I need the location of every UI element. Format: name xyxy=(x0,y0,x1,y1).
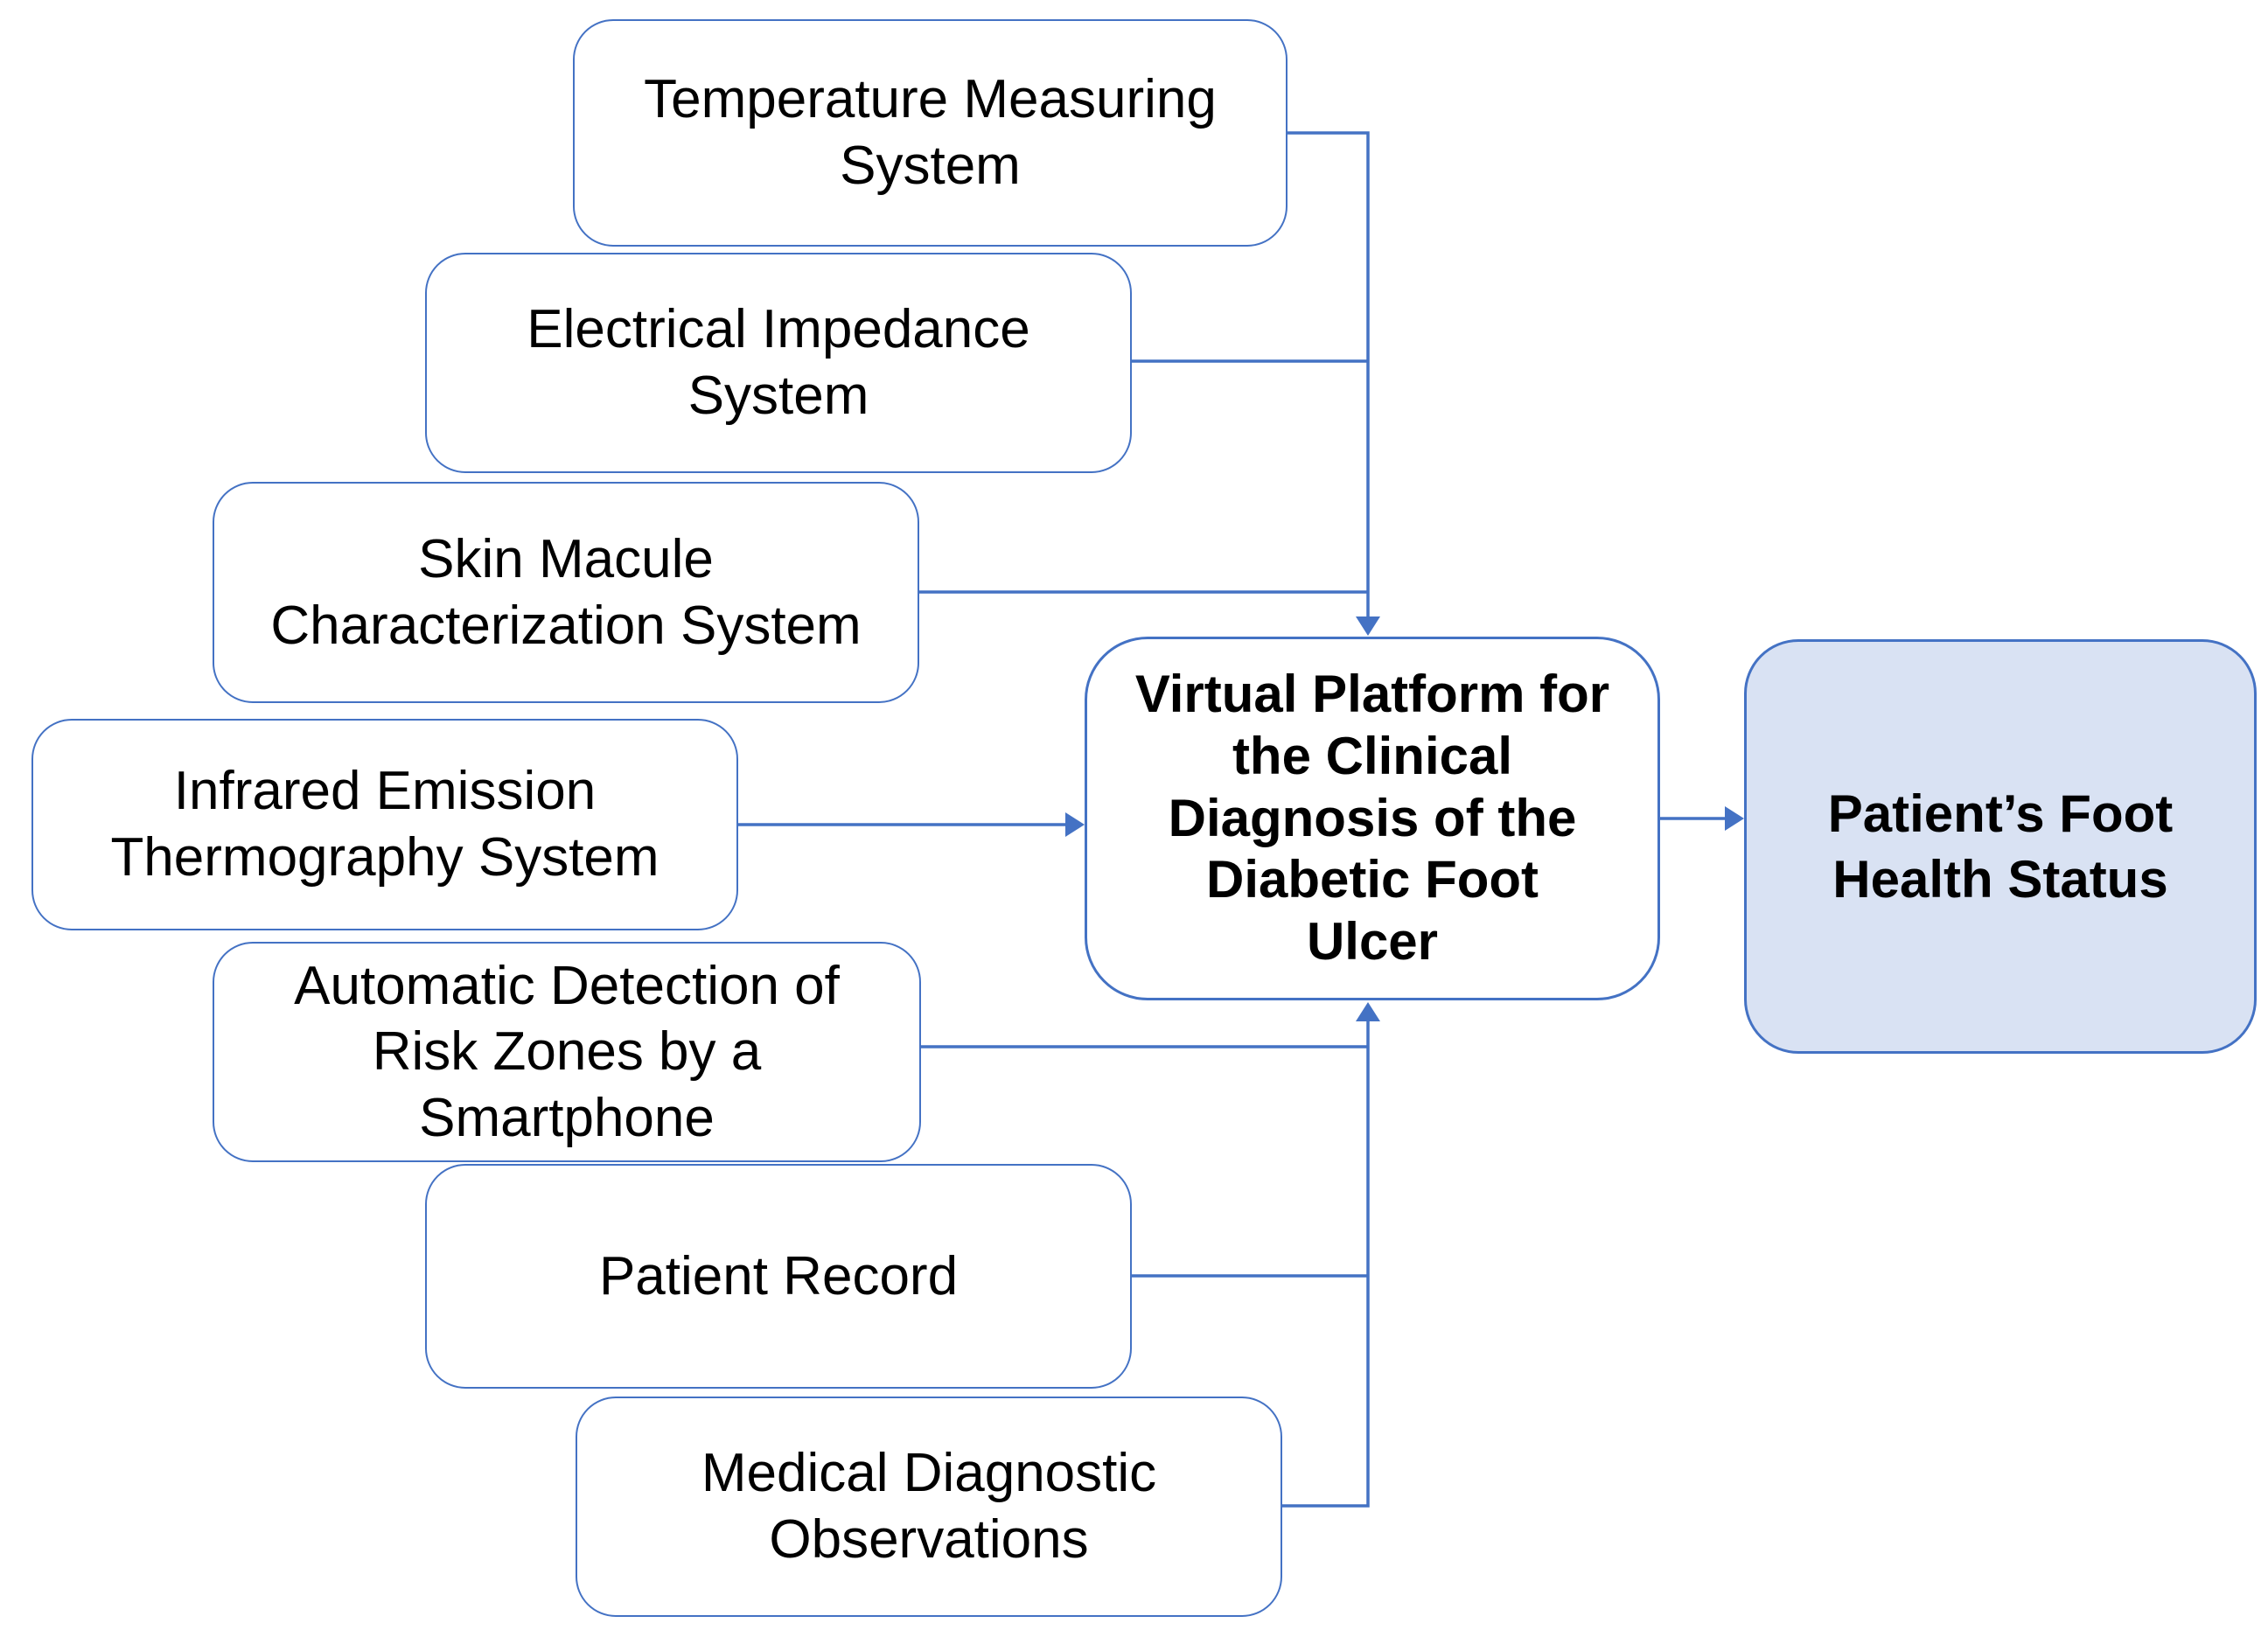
node-medical-diagnostic-observations-label: Medical Diagnostic Observations xyxy=(701,1443,1157,1570)
arrowhead-platform-top-icon xyxy=(1356,616,1380,636)
arrowhead-platform-left-icon xyxy=(1065,812,1085,837)
node-electrical-impedance-system-label: Electrical Impedance System xyxy=(527,299,1030,426)
edge-line xyxy=(1288,131,1370,617)
edge-temperature-to-platform xyxy=(1288,131,1380,636)
node-temperature-measuring-system: Temperature Measuring System xyxy=(573,19,1288,247)
node-infrared-emission-thermography-system-label: Infrared Emission Thermography System xyxy=(110,761,659,888)
node-patient-record: Patient Record xyxy=(425,1164,1132,1389)
edge-platform-to-status xyxy=(1660,806,1744,831)
node-patient-foot-health-status-label: Patient’s Foot Health Status xyxy=(1827,784,2174,909)
edge-medical-observations-to-platform xyxy=(1282,1002,1380,1508)
node-patient-foot-health-status: Patient’s Foot Health Status xyxy=(1744,639,2257,1054)
node-virtual-platform-label: Virtual Platform for the Clinical Diagno… xyxy=(1134,665,1610,972)
edge-line xyxy=(1282,1020,1370,1508)
arrowhead-status-left-icon xyxy=(1725,806,1744,831)
node-infrared-emission-thermography-system: Infrared Emission Thermography System xyxy=(31,719,738,930)
node-medical-diagnostic-observations: Medical Diagnostic Observations xyxy=(576,1397,1282,1617)
node-patient-record-label: Patient Record xyxy=(598,1245,959,1306)
edge-infrared-to-platform xyxy=(738,812,1085,837)
node-skin-macule-characterization-system: Skin Macule Characterization System xyxy=(213,482,919,703)
node-virtual-platform-clinical-diagnosis: Virtual Platform for the Clinical Diagno… xyxy=(1085,637,1660,1000)
arrowhead-platform-bottom-icon xyxy=(1356,1002,1380,1021)
node-electrical-impedance-system: Electrical Impedance System xyxy=(425,253,1132,473)
node-automatic-detection-risk-zones-label: Automatic Detection of Risk Zones by a S… xyxy=(294,955,840,1148)
node-temperature-measuring-system-label: Temperature Measuring System xyxy=(644,69,1217,196)
node-automatic-detection-of-risk-zones-by-a-smartphone: Automatic Detection of Risk Zones by a S… xyxy=(213,942,921,1162)
node-skin-macule-characterization-system-label: Skin Macule Characterization System xyxy=(270,528,862,656)
